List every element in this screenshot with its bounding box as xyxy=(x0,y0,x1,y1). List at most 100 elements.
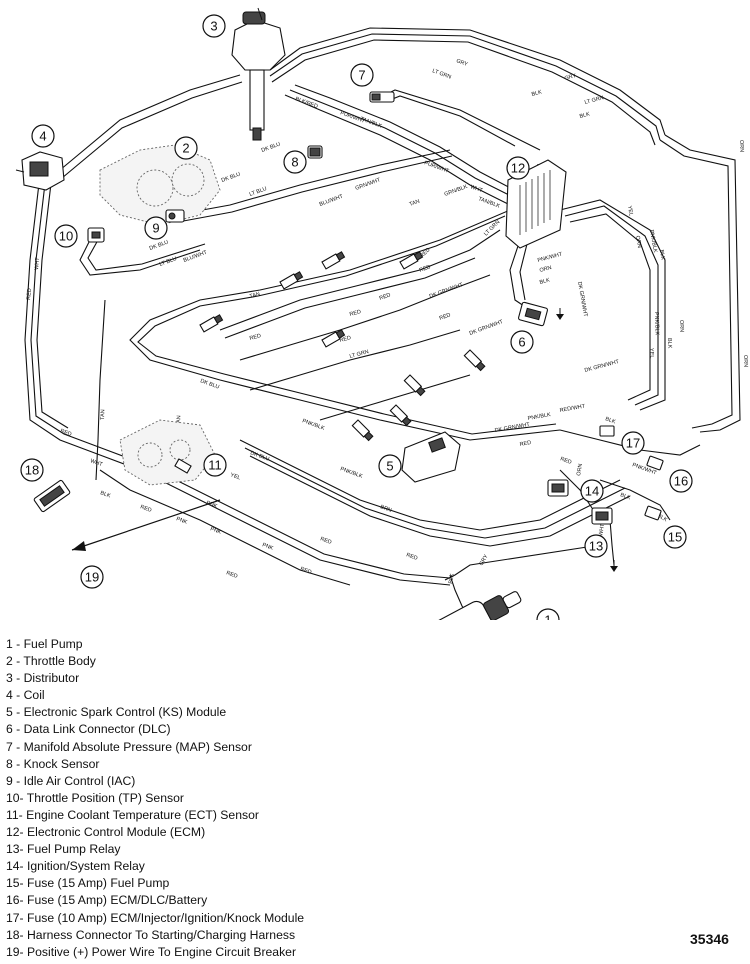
svg-text:14: 14 xyxy=(585,484,599,499)
legend-item: 1 - Fuel Pump xyxy=(6,637,83,651)
svg-text:12: 12 xyxy=(511,161,525,176)
svg-text:11: 11 xyxy=(208,458,222,473)
wire-label: YEL xyxy=(648,348,654,359)
wire-label: PNK/BLK xyxy=(301,418,325,432)
wire-label: DK GRN/WHT xyxy=(469,319,505,337)
callout-7: 7 xyxy=(350,63,374,87)
legend-item: 11- Engine Coolant Temperature (ECT) Sen… xyxy=(6,807,259,822)
svg-text:1: 1 xyxy=(544,613,551,621)
wire-label: BLK xyxy=(666,338,672,349)
distributor xyxy=(231,7,286,141)
wire-label: GRY xyxy=(455,58,468,68)
wire-label: RED xyxy=(339,335,352,344)
callout-8: 8 xyxy=(283,150,307,174)
map-sensor xyxy=(369,91,395,103)
callout-9: 9 xyxy=(144,216,168,240)
wire-label: RED xyxy=(379,292,392,302)
svg-text:2: 2 xyxy=(182,141,189,156)
callout-18: 18 xyxy=(20,458,44,482)
wire-label: YEL xyxy=(229,472,241,481)
wire-label: DK BLU xyxy=(221,171,242,183)
callout-16: 16 xyxy=(669,469,693,493)
wire-label: LT BLU xyxy=(159,256,178,268)
ground-arrows xyxy=(556,308,618,572)
callout-3: 3 xyxy=(202,14,226,38)
wire-label: TAN xyxy=(249,291,261,300)
fuse-16 xyxy=(646,455,664,471)
svg-text:3: 3 xyxy=(210,19,217,34)
wire-label: RED xyxy=(59,428,72,438)
callout-6: 6 xyxy=(510,330,534,354)
wire-label: GRY xyxy=(479,553,490,567)
svg-text:18: 18 xyxy=(25,463,39,478)
data-link-connector xyxy=(518,301,548,327)
ignition-relay xyxy=(547,479,569,497)
knock-sensor-module xyxy=(401,431,461,483)
legend-item: 12- Electronic Control Module (ECM) xyxy=(6,825,206,840)
wire-label: ORN xyxy=(634,235,642,248)
wire-label: PNK/BLK xyxy=(653,312,660,336)
wire-label: TAN xyxy=(100,409,106,420)
legend-item: 19- Positive (+) Power Wire To Engine Ci… xyxy=(6,944,297,959)
component-legend: 1 - Fuel Pump 2 - Throttle Body 3 - Dist… xyxy=(6,636,426,961)
svg-text:7: 7 xyxy=(358,68,365,83)
legend-item: 15- Fuse (15 Amp) Fuel Pump xyxy=(6,876,170,891)
coolant-temp-sensor xyxy=(174,458,192,474)
wire-label: PUR/WHT xyxy=(423,160,450,175)
svg-text:16: 16 xyxy=(674,474,688,489)
wire-label: RED xyxy=(519,440,532,448)
callout-5: 5 xyxy=(378,454,402,478)
wire-label: WHT xyxy=(469,184,483,194)
wire-label: RED xyxy=(225,570,238,580)
callout-1: 1 xyxy=(536,608,560,621)
callout-12: 12 xyxy=(506,156,530,180)
svg-text:19: 19 xyxy=(85,570,99,585)
wire-label: RED xyxy=(299,566,312,576)
wire-label: BLU/WHT xyxy=(319,194,345,208)
wire-label: RED/WHT xyxy=(559,403,586,413)
wire-label: ORN xyxy=(539,265,552,274)
wire-label: RED xyxy=(249,333,262,342)
svg-text:6: 6 xyxy=(518,335,525,350)
wiring-diagram: GRY LT GRN GRY LT GRN BLK BLK BLK/RED PU… xyxy=(15,7,748,621)
legend-item: 4 - Coil xyxy=(6,688,45,703)
wire-label: TAN xyxy=(176,415,182,426)
callout-14: 14 xyxy=(580,479,604,503)
svg-text:10: 10 xyxy=(59,229,73,244)
idle-air-control xyxy=(165,209,185,223)
wire-label: DK GRN/WHT xyxy=(429,282,465,300)
svg-text:15: 15 xyxy=(668,530,682,545)
legend-item: 2 - Throttle Body xyxy=(6,654,96,669)
wire-label: BLK xyxy=(604,416,616,425)
fuel-pump-relay xyxy=(591,507,613,525)
wire-label: BLK xyxy=(539,277,551,286)
callout-19: 19 xyxy=(80,565,104,589)
fuse-15 xyxy=(644,505,662,521)
svg-text:17: 17 xyxy=(626,436,640,451)
wire-color-labels: GRY LT GRN GRY LT GRN BLK BLK BLK/RED PU… xyxy=(26,58,748,584)
wire-label: RED xyxy=(439,312,452,322)
wire-label: DK BLU xyxy=(149,239,170,251)
wire-label: PNK xyxy=(175,516,188,526)
wire-label: DK GRN/WHT xyxy=(584,359,620,374)
wire-label: LT GRN xyxy=(349,349,370,360)
wire-label: PNK/BLK xyxy=(648,229,658,253)
wire-label: RED xyxy=(419,264,432,274)
fuel-injectors xyxy=(199,251,486,442)
legend-item: 9 - Idle Air Control (IAC) xyxy=(6,773,136,788)
throttle-body xyxy=(99,144,221,226)
wire-label: BLK xyxy=(619,492,631,501)
wire-label: PNK xyxy=(209,526,222,536)
legend-item: 16- Fuse (15 Amp) ECM/DLC/Battery xyxy=(6,893,208,908)
callout-17: 17 xyxy=(621,431,645,455)
wire-label: PNK xyxy=(205,500,218,510)
throttle-position-sensor xyxy=(87,227,105,243)
callout-4: 4 xyxy=(31,124,55,148)
wire-label: WHT xyxy=(34,257,41,271)
legend-item: 7 - Manifold Absolute Pressure (MAP) Sen… xyxy=(6,739,252,754)
wire-label: ORN xyxy=(738,140,744,152)
fuse-17 xyxy=(599,425,615,437)
knock-sensor xyxy=(307,145,323,159)
wire-label: YEL xyxy=(626,205,634,216)
figure-number: 35346 xyxy=(690,931,729,947)
